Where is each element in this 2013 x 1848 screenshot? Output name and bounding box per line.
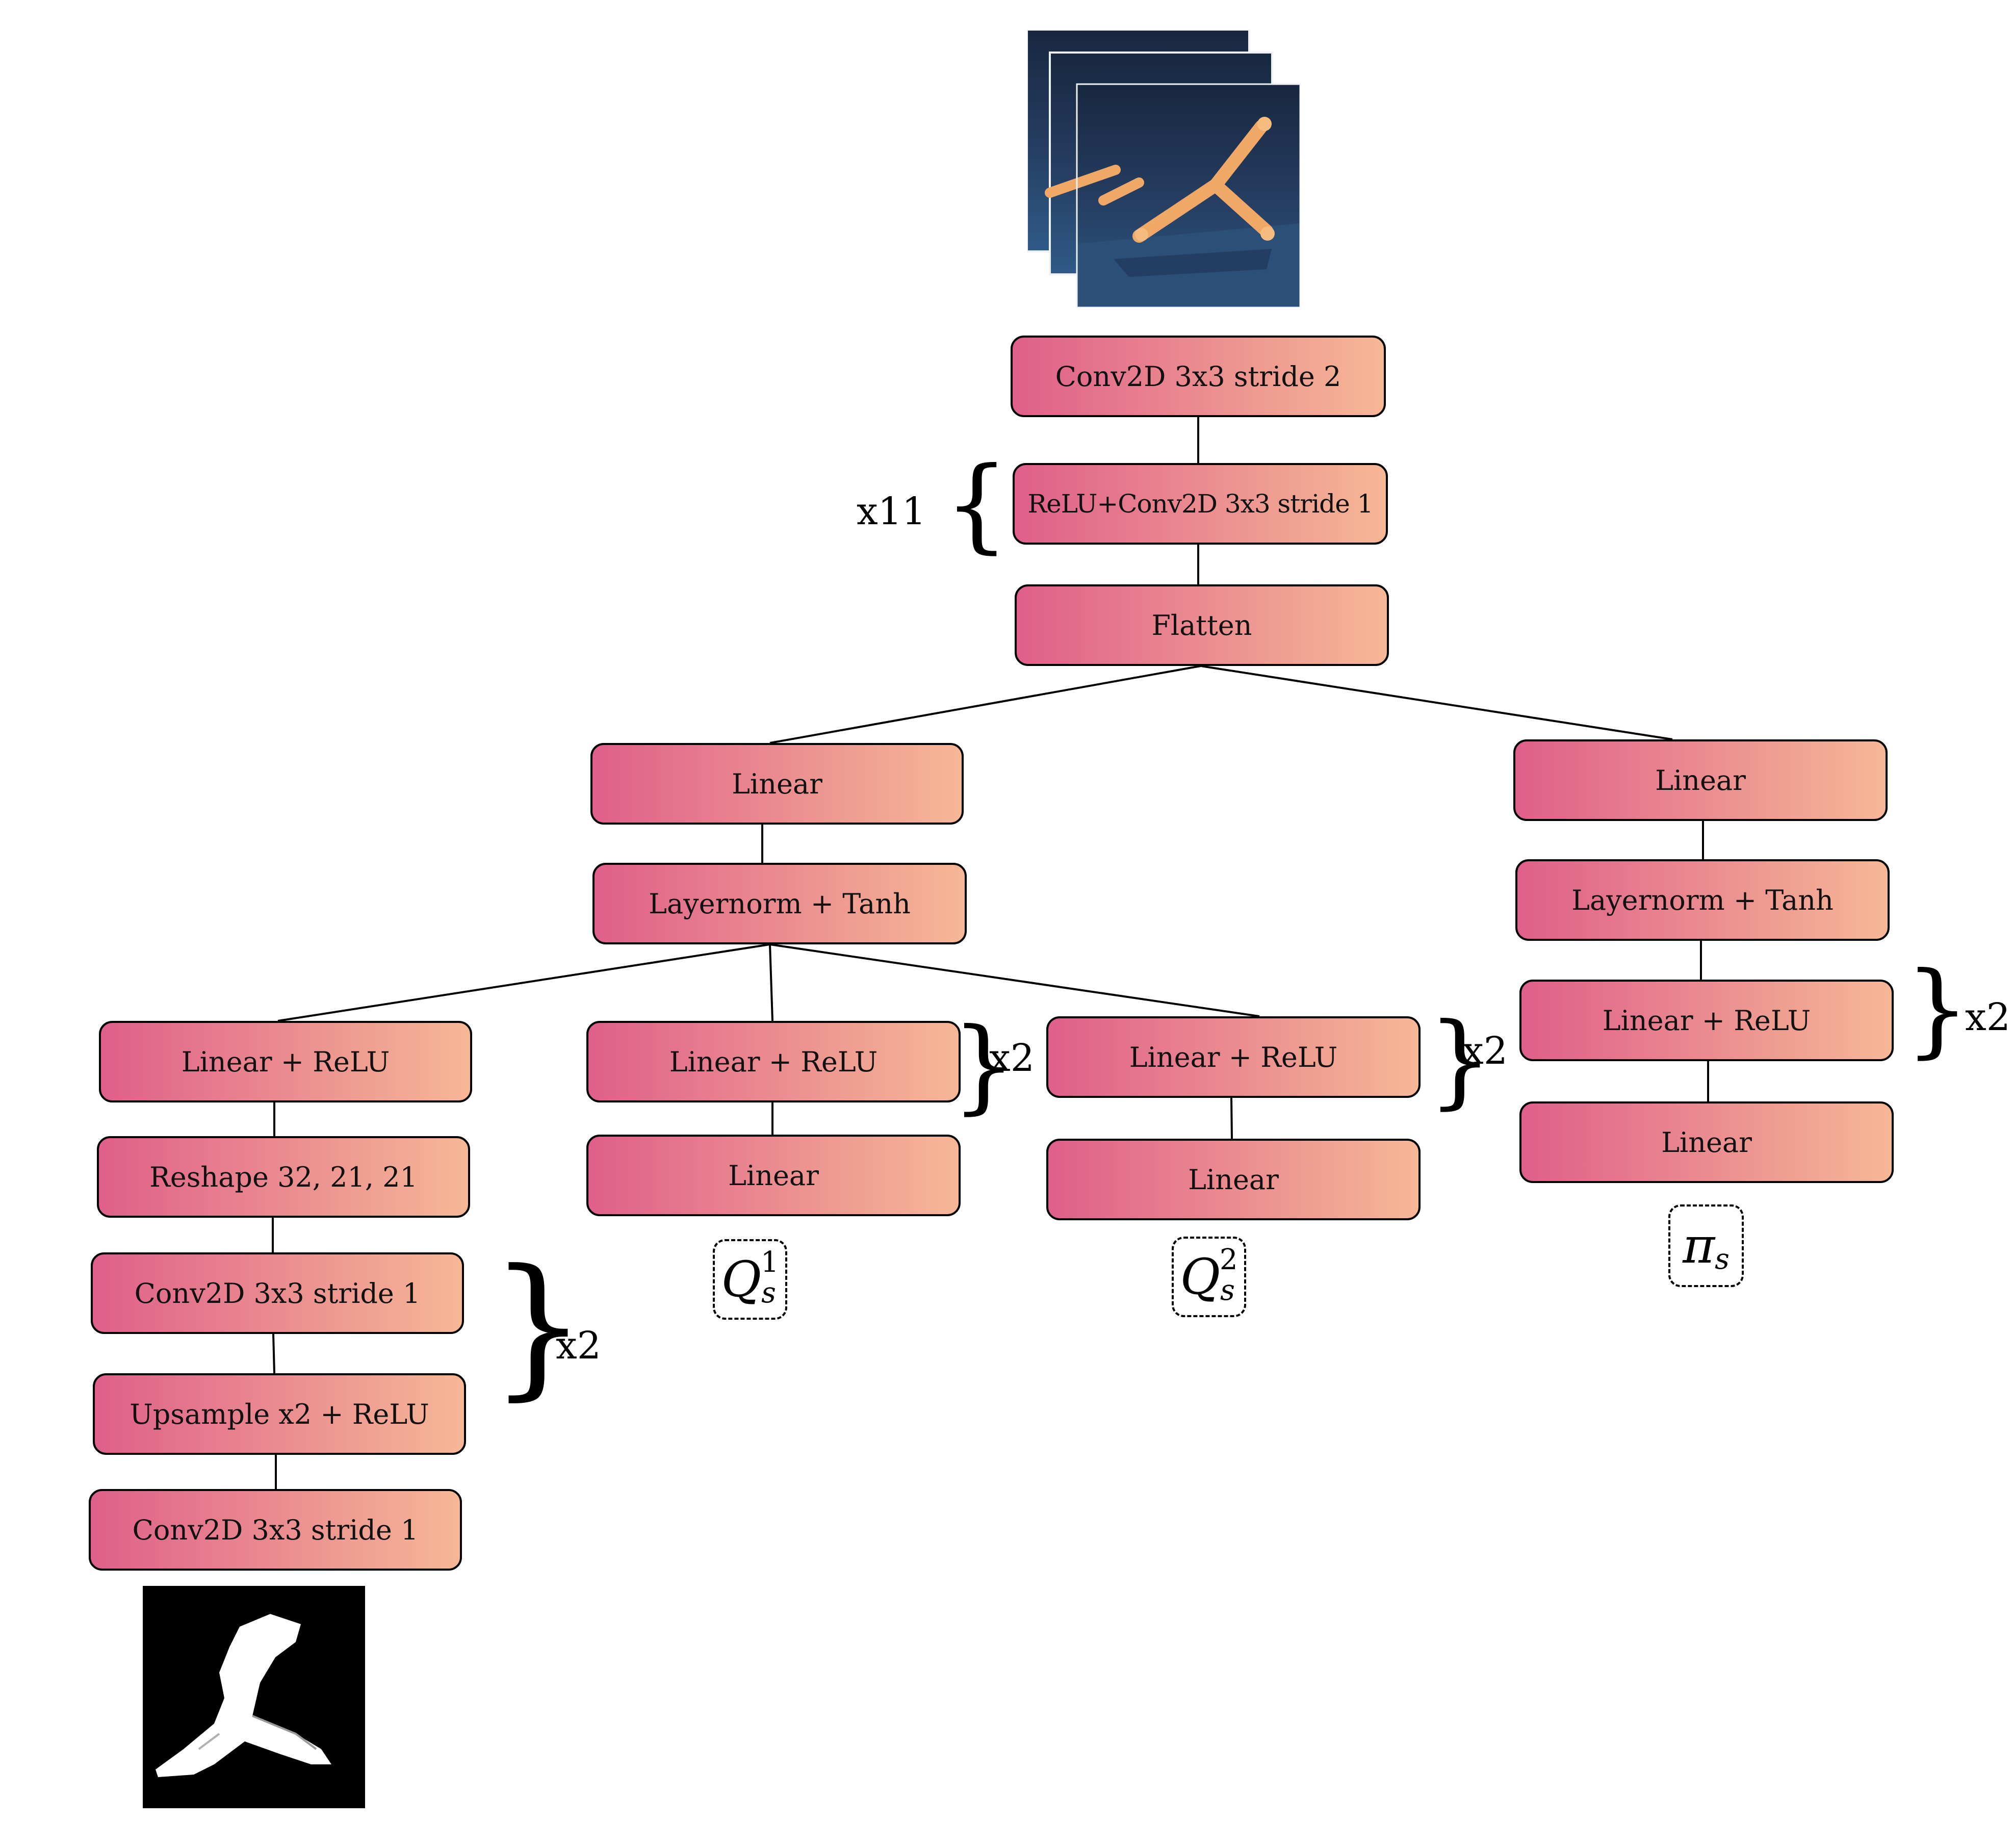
decoder-conv-block: Conv2D 3x3 stride 1: [91, 1252, 464, 1334]
decoder-conv-out-block: Conv2D 3x3 stride 1: [89, 1489, 462, 1571]
stacked-camera-frames-icon: [1027, 30, 1300, 307]
q2-right-brace: }: [1428, 1001, 1493, 1120]
actor-right-brace: }: [1905, 950, 1970, 1069]
actor-repeat-count: x2: [1965, 995, 2010, 1039]
q1-linear-relu-block: Linear + ReLU: [586, 1021, 961, 1102]
encoder-repeat-count: x11: [857, 490, 926, 533]
actor-linear-relu-block: Linear + ReLU: [1519, 980, 1894, 1061]
relu-conv-repeat-block: ReLU+Conv2D 3x3 stride 1: [1013, 463, 1388, 545]
critic-norm-block: Layernorm + Tanh: [592, 863, 967, 944]
conv-stride2-block: Conv2D 3x3 stride 2: [1011, 336, 1386, 417]
q2-output-sub: s: [1220, 1273, 1235, 1307]
q2-linear-relu-block: Linear + ReLU: [1046, 1016, 1421, 1098]
decoder-repeat-count: x2: [556, 1324, 601, 1368]
q1-output-symbol: Q: [721, 1251, 762, 1308]
encoder-left-brace: {: [944, 445, 1010, 564]
q1-output-sup: 1: [760, 1245, 779, 1279]
flatten-block: Flatten: [1015, 584, 1389, 666]
actor-output-symbol: π: [1683, 1217, 1715, 1274]
actor-linear-block: Linear: [1513, 739, 1888, 821]
decoder-right-brace: }: [489, 1237, 587, 1415]
q1-output-sub: s: [761, 1276, 776, 1310]
actor-linear-out-block: Linear: [1519, 1101, 1894, 1183]
decoder-upsample-block: Upsample x2 + ReLU: [93, 1373, 466, 1455]
critic-linear-block: Linear: [590, 743, 964, 825]
actor-output-sub: s: [1715, 1242, 1730, 1276]
q1-repeat-count: x2: [989, 1036, 1035, 1080]
q1-linear-block: Linear: [586, 1135, 961, 1216]
q1-right-brace: }: [951, 1006, 1017, 1125]
decoder-linear-relu-block: Linear + ReLU: [99, 1021, 472, 1102]
reconstructed-mask-icon: [143, 1586, 365, 1808]
decoder-reshape-block: Reshape 32, 21, 21: [97, 1136, 470, 1218]
q2-output-sup: 2: [1219, 1243, 1238, 1276]
actor-norm-block: Layernorm + Tanh: [1515, 859, 1890, 941]
q2-output-symbol: Q: [1180, 1248, 1221, 1305]
q2-repeat-count: x2: [1462, 1029, 1508, 1073]
q2-linear-block: Linear: [1046, 1139, 1421, 1220]
